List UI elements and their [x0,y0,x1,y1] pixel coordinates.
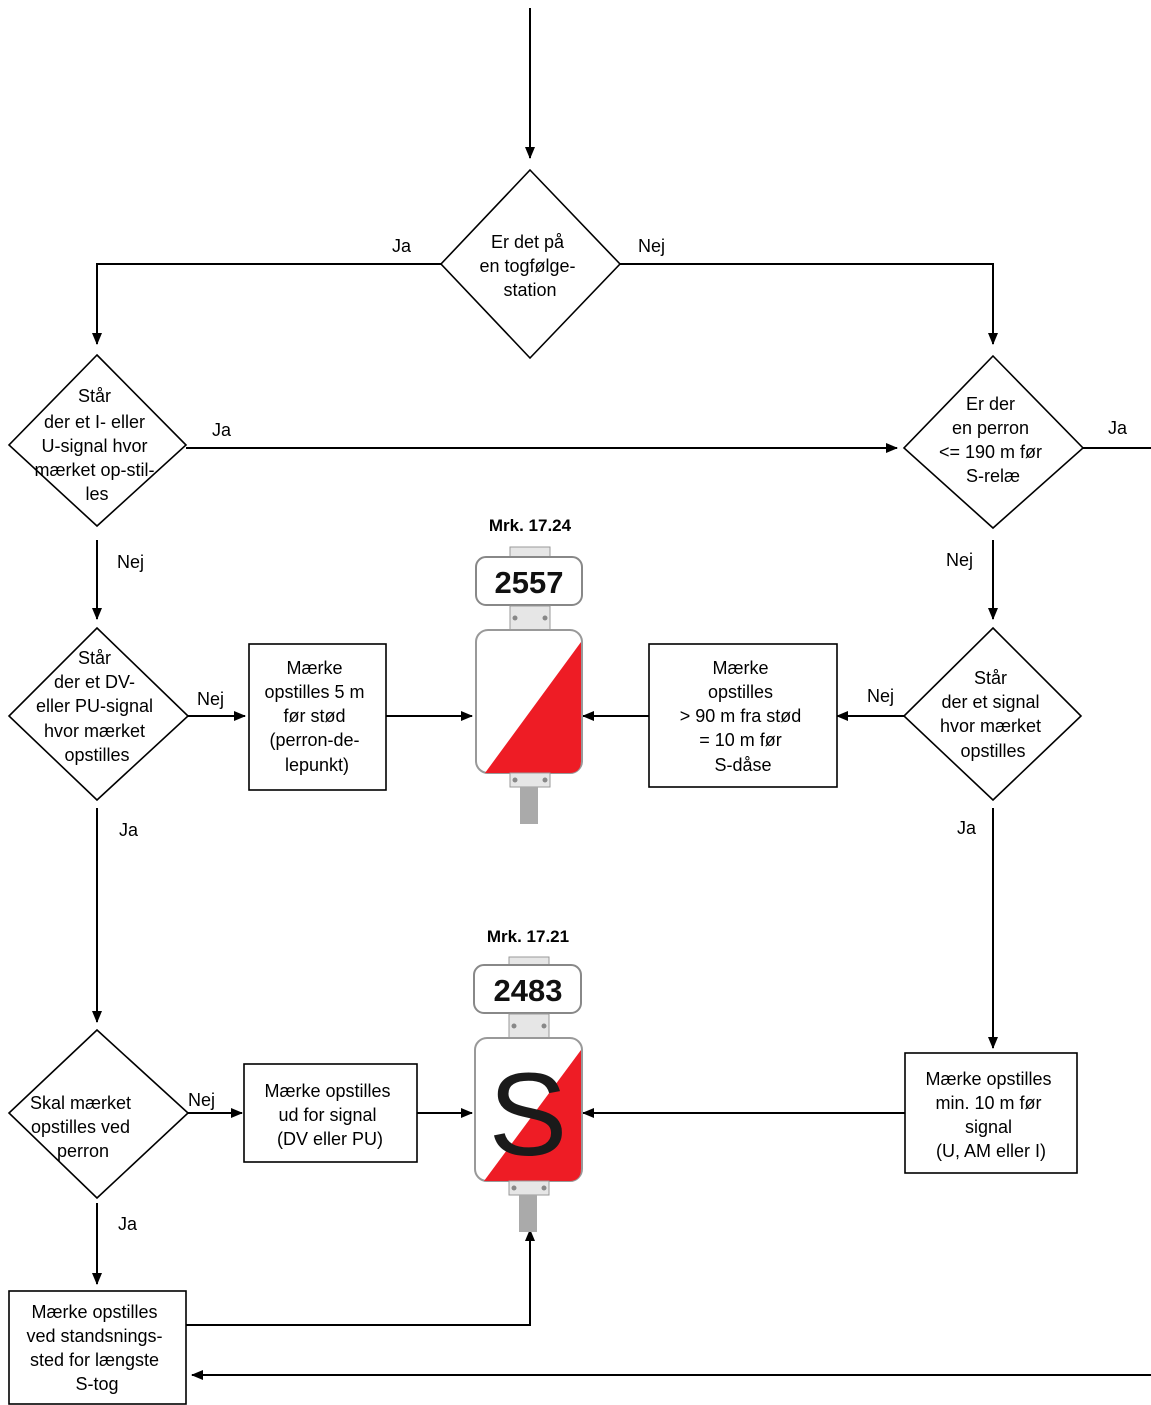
sign-top-caption: Mrk. 17.24 [489,516,572,535]
box-standsningssted-text: Mærke opstilles ved standsnings- sted fo… [26,1302,167,1394]
edge-label-signal-ja: Ja [957,818,977,838]
decision-signal-text: Står der et signal hvor mærket opstilles [940,668,1046,761]
box-ud-for-signal: Mærke opstilles ud for signal (DV eller … [243,1063,418,1163]
box-ud-for-signal-text: Mærke opstilles ud for signal (DV eller … [264,1081,395,1149]
box-5m-foer-stoed: Mærke opstilles 5 m før stød (perron-de-… [248,643,387,791]
sign-post [520,787,538,824]
red-diagonal-fill [484,1050,581,1181]
sign-bottom-caption: Mrk. 17.21 [487,927,569,946]
decision-perron-2: Skal mærket opstilles ved perron [7,1028,190,1200]
arrow-stand-sign [186,1229,535,1326]
decision-i-u-signal: Står der et I- eller U-signal hvor mærke… [7,353,188,528]
arrow-station-ja [92,263,441,345]
edge-label-dvpu-nej: Nej [197,689,224,709]
decision-perron-2-text: Skal mærket opstilles ved perron [30,1093,136,1161]
decision-dv-pu-signal: Står der et DV- eller PU-signal hvor mær… [7,626,190,802]
edge-label-perron2-ja: Ja [118,1214,138,1234]
decision-perron-text: Er der en perron <= 190 m før S-relæ [939,394,1047,486]
edge-label-isignal-nej: Nej [117,552,144,572]
box-min-10m-foer-signal: Mærke opstilles min. 10 m før signal (U,… [904,1052,1078,1174]
box-min-10m-foer-signal-text: Mærke opstilles min. 10 m før signal (U,… [925,1069,1056,1161]
arrow-station-nej [620,263,998,345]
edge-label-isignal-ja: Ja [212,420,232,440]
edge-label-station-ja: Ja [392,236,412,256]
decision-station-text: Er det på en togfølge- station [479,232,580,300]
edge-label-signal-nej: Nej [867,686,894,706]
number-plate [473,964,582,1014]
edge-label-station-nej: Nej [638,236,665,256]
edge-label-perron-nej: Nej [946,550,973,570]
number-plate [475,556,583,606]
decision-perron: Er der en perron <= 190 m før S-relæ [902,354,1085,530]
decision-signal: Står der et signal hvor mærket opstilles [902,626,1083,802]
box-5m-foer-stoed-text: Mærke opstilles 5 m før stød (perron-de-… [264,658,369,775]
edge-labels: Ja Nej Ja Ja Nej Nej Nej Nej Ja Ja Nej J… [117,236,1128,1234]
decision-i-u-signal-text: Står der et I- eller U-signal hvor mærke… [34,386,159,504]
connectors [92,8,1151,1380]
decision-dv-pu-signal-text: Står der et DV- eller PU-signal hvor mær… [36,648,158,765]
edge-label-perron2-nej: Nej [188,1090,215,1110]
box-standsningssted: Mærke opstilles ved standsnings- sted fo… [8,1290,187,1405]
sign-top-number: 2557 [495,565,564,600]
edge-label-dvpu-ja: Ja [119,820,139,840]
box-90m-fra-stoed-text: Mærke opstilles > 90 m fra stød = 10 m f… [680,658,807,775]
sign-post [519,1195,537,1232]
sign-mrk-17-24: Mrk. 17.24 2557 [475,516,583,824]
sign-letter-s: S [489,1049,568,1181]
red-diagonal-fill [485,642,581,773]
sign-mrk-17-21: Mrk. 17.21 2483 S [473,927,583,1232]
decision-station: Er det på en togfølge- station [439,168,622,360]
box-90m-fra-stoed: Mærke opstilles > 90 m fra stød = 10 m f… [648,643,838,788]
sign-bottom-number: 2483 [494,973,563,1008]
edge-label-perron-ja: Ja [1108,418,1128,438]
